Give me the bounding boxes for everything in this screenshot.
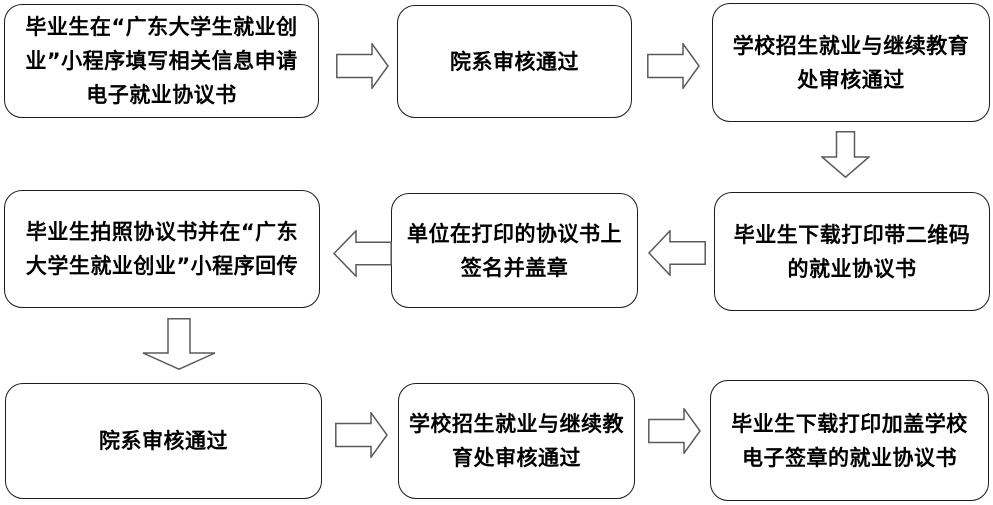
flow-node-step-3: 学校招生就业与继续教育 处审核通过: [712, 3, 990, 122]
flow-node-step-1-label: 毕业生在“广东大学生就业创 业”小程序填写相关信息申请 电子就业协议书: [25, 15, 298, 107]
arrow-down-icon: [142, 318, 216, 370]
arrow-right-icon: [335, 412, 388, 458]
flow-node-step-5-label: 单位在打印的协议书上 签名并盖章: [407, 221, 622, 280]
flow-node-step-8: 学校招生就业与继续教 育处审核通过: [398, 383, 635, 499]
flow-node-step-4-label: 毕业生下载打印带二维码 的就业协议书: [733, 222, 971, 281]
arrow-left-icon: [648, 230, 706, 276]
flow-node-step-6-label: 毕业生拍照协议书并在“广东 大学生就业创业”小程序回传: [25, 220, 299, 278]
flow-node-step-3-label: 学校招生就业与继续教育 处审核通过: [732, 33, 970, 92]
flow-node-step-7-label: 院系审核通过: [99, 429, 228, 453]
flow-node-step-6: 毕业生拍照协议书并在“广东 大学生就业创业”小程序回传: [4, 190, 320, 308]
flow-node-step-2: 院系审核通过: [397, 5, 632, 118]
arrow-down-icon: [821, 131, 870, 178]
flow-node-step-1: 毕业生在“广东大学生就业创 业”小程序填写相关信息申请 电子就业协议书: [4, 4, 319, 118]
arrow-right-icon: [648, 408, 701, 454]
flow-node-step-9-label: 毕业生下载打印加盖学校 电子签章的就业协议书: [731, 411, 968, 470]
arrow-right-icon: [336, 43, 389, 89]
flow-node-step-2-label: 院系审核通过: [450, 49, 579, 74]
flow-node-step-5: 单位在打印的协议书上 签名并盖章: [391, 193, 638, 308]
arrow-left-icon: [333, 230, 392, 277]
flow-node-step-8-label: 学校招生就业与继续教 育处审核通过: [409, 412, 624, 470]
flow-node-step-7: 院系审核通过: [5, 383, 322, 499]
flow-node-step-4: 毕业生下载打印带二维码 的就业协议书: [714, 192, 990, 311]
flow-node-step-9: 毕业生下载打印加盖学校 电子签章的就业协议书: [710, 380, 989, 501]
arrow-right-icon: [647, 43, 700, 89]
